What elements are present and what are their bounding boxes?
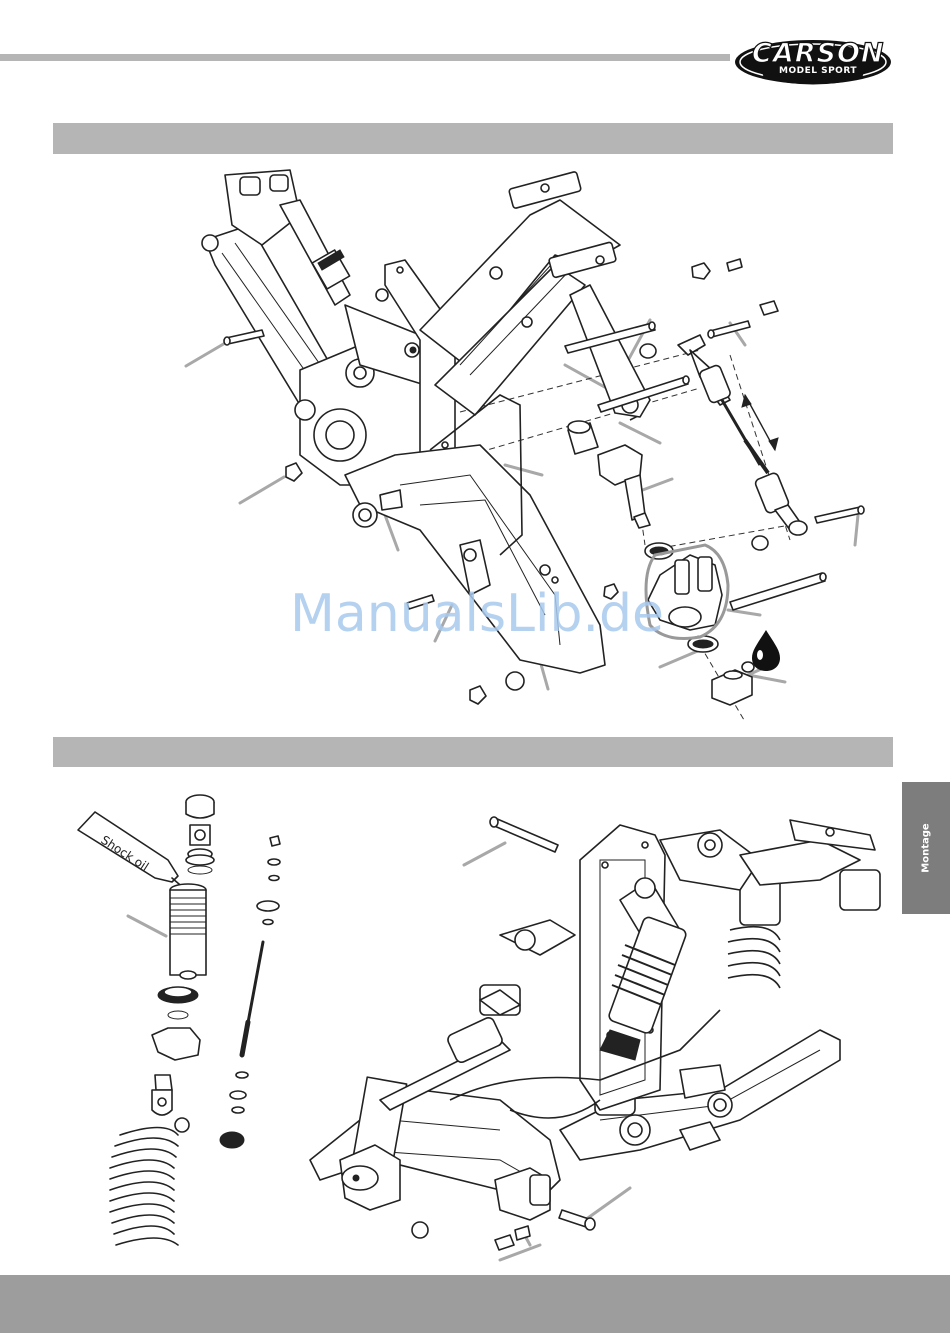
carson-logo: CARSON MODEL SPORT <box>732 36 894 92</box>
shock-absorber-diagram: Shock oil <box>60 790 320 1270</box>
shock-rod <box>220 836 280 1148</box>
shock-cap <box>186 795 214 874</box>
footer-band <box>0 1275 950 1333</box>
spacer <box>568 421 598 454</box>
rear-assembly-diagram <box>300 800 900 1270</box>
oil-drop-icon <box>752 630 780 671</box>
rear-suspension-diagram <box>0 155 950 735</box>
section-header-bar-1 <box>53 123 893 154</box>
shock-collar <box>158 987 198 1019</box>
section-header-bar-2 <box>53 737 893 767</box>
screw <box>559 1210 595 1230</box>
small-pin <box>224 330 264 345</box>
header-rule <box>0 54 730 61</box>
axle-pin <box>730 573 826 610</box>
turnbuckle <box>678 335 807 535</box>
chassis-assembled <box>310 820 880 1238</box>
shock-spring <box>110 1128 178 1246</box>
section-tab-label: Montage <box>921 823 932 872</box>
brand-name: CARSON <box>752 38 882 69</box>
watermark: ManualsLib.de <box>290 584 664 644</box>
section-tab: Montage <box>902 782 950 914</box>
shock-oil-bottle: Shock oil <box>78 812 186 890</box>
drive-axle <box>598 445 650 528</box>
shock-body <box>170 884 206 979</box>
shock-lower-mount <box>152 1028 200 1132</box>
brand-tagline: MODEL SPORT <box>768 66 868 76</box>
